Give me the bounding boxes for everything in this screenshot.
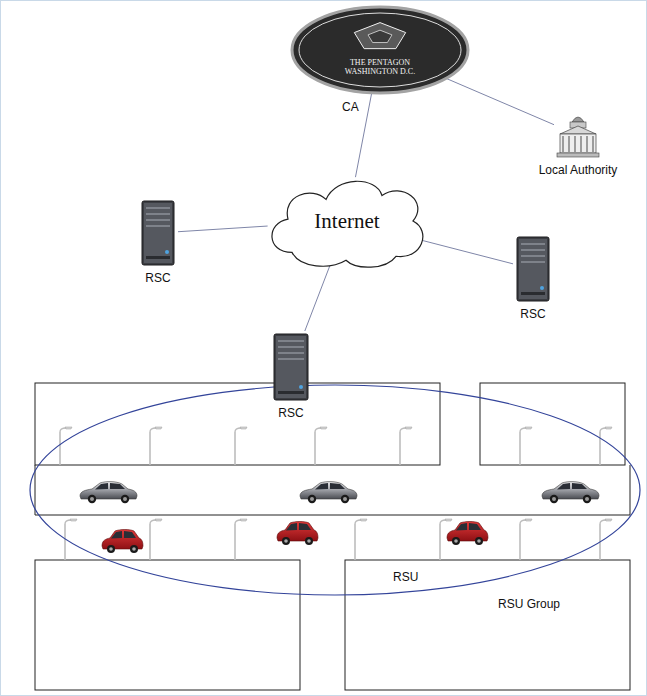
block [35, 560, 300, 690]
rsu-label: RSU [393, 570, 418, 584]
block [345, 560, 630, 690]
node-label: CA [342, 100, 359, 114]
street-lamp [235, 519, 247, 560]
cars [80, 482, 599, 553]
car [447, 522, 488, 546]
building-node: Local Authority [556, 112, 600, 158]
street-lamps [60, 427, 612, 560]
group-label: RSU Group [498, 597, 560, 611]
server-shape [515, 236, 551, 302]
street-lamp [600, 519, 612, 560]
connector-line [178, 226, 268, 232]
rsu-group-ellipse [30, 385, 640, 595]
node-label: RSC [520, 307, 545, 321]
street-lamp [60, 427, 72, 465]
node-label: RSC [278, 406, 303, 420]
city-blocks [35, 383, 630, 690]
connector-line [419, 240, 513, 264]
server-node: RSC [272, 333, 310, 401]
block [35, 383, 440, 465]
cloud-node: Internet [262, 172, 432, 270]
street-lamp [400, 427, 412, 465]
seal-shape [290, 5, 470, 95]
node-label: Local Authority [539, 163, 618, 177]
car [277, 522, 318, 546]
street-lamp [315, 427, 327, 465]
connector-line [305, 264, 331, 331]
car [542, 482, 599, 504]
car [102, 530, 143, 554]
seal-node: THE PENTAGON WASHINGTON D.C.CA [290, 5, 470, 95]
street-lamp [235, 427, 247, 465]
street-lamp [600, 427, 612, 465]
road-edge [35, 515, 630, 516]
street-lamp [150, 519, 162, 560]
street-lamp [520, 427, 532, 465]
server-node: RSC [140, 200, 176, 266]
block [480, 383, 625, 465]
server-shape [140, 200, 176, 266]
street-lamp [520, 519, 532, 560]
seal-text: THE PENTAGON WASHINGTON D.C. [337, 59, 423, 77]
road-edge [630, 465, 631, 515]
building-shape [556, 112, 600, 158]
car [80, 482, 137, 504]
server-node: RSC [515, 236, 551, 302]
car [300, 482, 357, 504]
server-shape [272, 333, 310, 401]
cloud-label: Internet [314, 209, 379, 234]
connector-line [443, 77, 554, 125]
node-label: RSC [145, 271, 170, 285]
street-lamp [355, 519, 367, 560]
street-lamp [150, 427, 162, 465]
